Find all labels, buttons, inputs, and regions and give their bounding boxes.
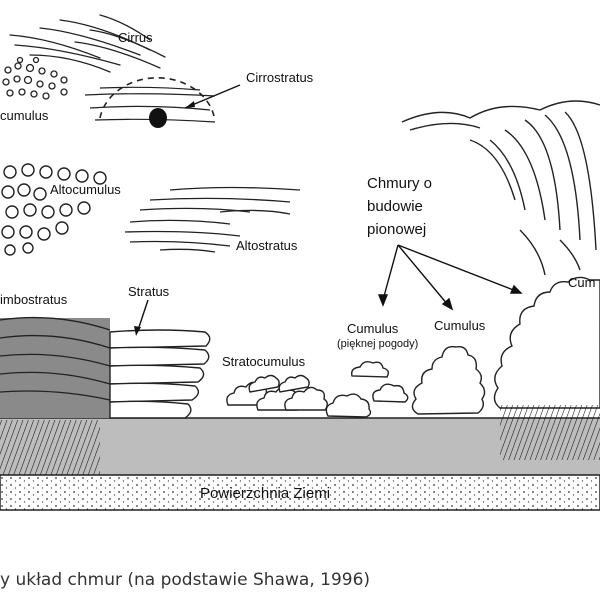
altocumulus-cloud <box>1 163 107 256</box>
nimbostratus-cloud <box>0 316 111 475</box>
stratocumulus-label: Stratocumulus <box>222 354 306 369</box>
figure-caption: y układ chmur (na podstawie Shawa, 1996) <box>0 570 371 590</box>
cloud-diagram: Powierzchnia Ziemi Cirrus cumulus Cirros… <box>0 14 600 511</box>
stratus-label: Stratus <box>128 284 170 299</box>
cumulus-fair-weather-cloud <box>325 360 409 418</box>
cumulus-cloud <box>411 345 486 415</box>
cirrostratus-label: Cirrostratus <box>246 70 314 85</box>
earth-surface <box>0 475 600 510</box>
vertical-clouds-arrows <box>377 244 523 311</box>
altostratus-cloud <box>124 186 301 253</box>
cumulonimbus-cloud <box>401 100 600 460</box>
cirrocumulus-cloud <box>2 56 68 100</box>
cumulus-label: Cumulus <box>434 318 486 333</box>
cirrus-cloud <box>9 14 166 73</box>
cumulus-fair-label: Cumulus <box>347 321 399 336</box>
vertical-clouds-label-line2: budowie <box>367 198 423 215</box>
altostratus-label: Altostratus <box>236 238 298 253</box>
stratus-cloud <box>109 329 211 419</box>
nimbostratus-label: imbostratus <box>0 292 68 307</box>
ground-label: Powierzchnia Ziemi <box>200 485 330 502</box>
cirrus-label: Cirrus <box>118 30 153 45</box>
sun-icon <box>149 108 167 128</box>
altocumulus-label: Altocumulus <box>50 182 121 197</box>
cirrocumulus-label: cumulus <box>0 108 49 123</box>
stratocumulus-cloud <box>226 374 328 411</box>
cumulonimbus-label: Cum <box>568 275 595 290</box>
vertical-clouds-label-line1: Chmury o <box>367 175 432 192</box>
cumulus-fair-note: (pięknej pogody) <box>337 338 418 350</box>
vertical-clouds-label-line3: pionowej <box>367 221 426 238</box>
